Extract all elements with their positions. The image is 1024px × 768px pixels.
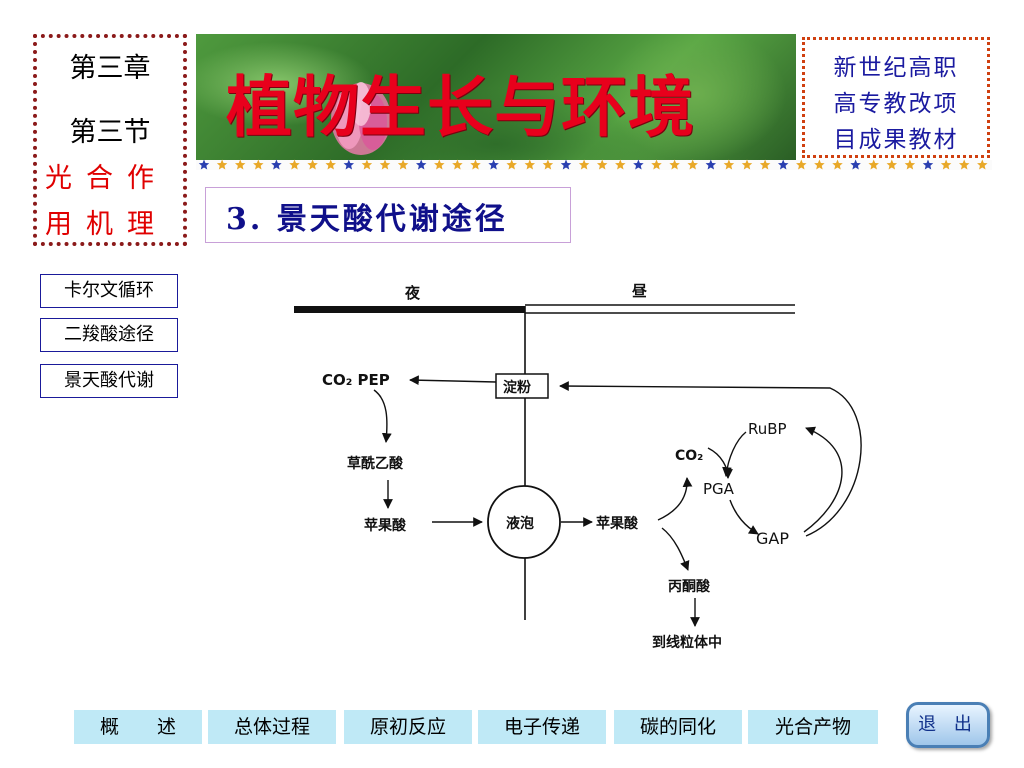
- star-icon: [361, 159, 373, 170]
- side-nav-c4-pathway[interactable]: 二羧酸途径: [40, 318, 178, 352]
- side-nav-cam-pathway[interactable]: 景天酸代谢: [40, 364, 178, 398]
- star-icon: [814, 159, 825, 170]
- nav-primary-reaction[interactable]: 原初反应: [344, 710, 472, 744]
- nav-electron-transport[interactable]: 电子传递: [478, 710, 606, 744]
- star-icon: [198, 159, 210, 170]
- project-line2: 高专教改项: [833, 91, 959, 117]
- star-icon: [741, 159, 753, 170]
- star-icon: [850, 159, 861, 170]
- star-icon: [832, 159, 843, 170]
- section-label: 第三节: [69, 117, 151, 148]
- star-icon: [886, 159, 898, 170]
- star-icon: [977, 159, 988, 170]
- star-icon: [596, 159, 608, 170]
- pyruvate-label: 丙酮酸: [668, 578, 711, 595]
- star-icon: [687, 159, 698, 170]
- exit-button[interactable]: 退 出: [906, 702, 990, 748]
- star-icon: [940, 159, 952, 170]
- star-icon: [615, 159, 626, 170]
- pga-label: PGA: [703, 480, 735, 498]
- star-icon: [434, 159, 445, 170]
- star-icon: [796, 159, 807, 170]
- star-icon: [488, 159, 499, 170]
- night-label: 夜: [404, 284, 421, 302]
- star-icon: [868, 159, 879, 170]
- nav-overview[interactable]: 概 述: [74, 710, 202, 744]
- star-icon: [669, 159, 680, 170]
- night-bar: [294, 306, 525, 313]
- project-line1: 新世纪高职: [833, 55, 959, 81]
- arrow-gap-to-starch: [559, 381, 862, 537]
- star-icon: [216, 159, 228, 170]
- star-icon: [759, 159, 771, 170]
- star-icon: [922, 159, 934, 170]
- star-icon: [578, 159, 590, 170]
- vacuole-circle: [487, 485, 561, 559]
- mito-label: 到线粒体中: [652, 634, 722, 651]
- arrow-rubp-to-pga: [722, 431, 747, 477]
- star-icon: [452, 159, 463, 170]
- arrow-malate-to-pyruvate: [661, 527, 690, 571]
- star-icon: [633, 159, 644, 170]
- star-icon: [506, 159, 517, 170]
- side-nav-calvin-cycle[interactable]: 卡尔文循环: [40, 274, 178, 308]
- lotus-flower-icon: [331, 82, 391, 155]
- star-icon: [289, 159, 300, 170]
- star-icon: [651, 159, 662, 170]
- star-icon: [958, 159, 970, 170]
- arrow-malate-to-co2: [657, 477, 693, 521]
- arrow-gap-to-rubp: [803, 426, 843, 533]
- day-label: 昼: [632, 282, 647, 300]
- nav-photosynthetic-products[interactable]: 光合产物: [748, 710, 878, 744]
- star-icon: [524, 159, 536, 170]
- nav-overall-process[interactable]: 总体过程: [208, 710, 336, 744]
- arrow-starch-to-pep: [409, 375, 497, 386]
- star-icon: [470, 159, 481, 170]
- chapter-label: 第三章: [69, 53, 151, 84]
- star-icon: [777, 159, 789, 170]
- star-icon: [397, 159, 409, 170]
- malate-right-label: 苹果酸: [596, 515, 639, 532]
- star-icon: [904, 159, 916, 170]
- section-title-box: 3. 景天酸代谢途径: [205, 187, 571, 243]
- star-icon: [705, 159, 717, 170]
- oxaloacetate-label: 草酰乙酸: [347, 455, 404, 472]
- rubp-label: RuBP: [748, 420, 787, 438]
- star-icon: [542, 159, 554, 170]
- star-icon: [271, 159, 282, 170]
- star-icon: [415, 159, 427, 170]
- star-icon: [307, 159, 318, 170]
- course-title: 植物生长与环境: [226, 68, 695, 146]
- star-icon: [379, 159, 391, 170]
- title-banner: 植物生长与环境: [196, 34, 796, 160]
- topic-label-line2: 用机理: [45, 209, 168, 240]
- co2-pep-label: CO₂ PEP: [322, 371, 390, 389]
- gap-label: GAP: [756, 529, 789, 548]
- co2-right-label: CO₂: [675, 448, 703, 464]
- nav-carbon-assimilation[interactable]: 碳的同化: [614, 710, 742, 744]
- malate-left-label: 苹果酸: [364, 517, 407, 534]
- cam-pathway-diagram: 夜 昼 淀粉 CO₂ PEP 草酰乙酸 苹果酸 液泡 苹果酸 CO₂ PGA G…: [294, 282, 862, 651]
- star-icon: [253, 159, 264, 170]
- star-icon: [343, 159, 355, 170]
- chapter-box: 第三章 第三节 光合作 用机理: [33, 34, 187, 246]
- topic-label-line1: 光合作: [45, 163, 168, 194]
- section-title: 3. 景天酸代谢途径: [226, 202, 508, 237]
- arrow-co2-to-pga: [707, 447, 733, 479]
- star-divider: [196, 159, 992, 170]
- project-box: 新世纪高职 高专教改项 目成果教材: [802, 37, 990, 158]
- star-icon: [234, 159, 246, 170]
- star-icon: [560, 159, 572, 170]
- starch-box: [495, 373, 549, 399]
- star-icon: [723, 159, 735, 170]
- arrow-pep-to-oxaloacetate: [373, 389, 392, 443]
- vacuole-label: 液泡: [506, 515, 534, 532]
- project-line3: 目成果教材: [833, 127, 959, 153]
- arrow-pga-to-gap: [729, 499, 759, 535]
- star-icon: [325, 159, 336, 170]
- starch-label: 淀粉: [503, 379, 531, 396]
